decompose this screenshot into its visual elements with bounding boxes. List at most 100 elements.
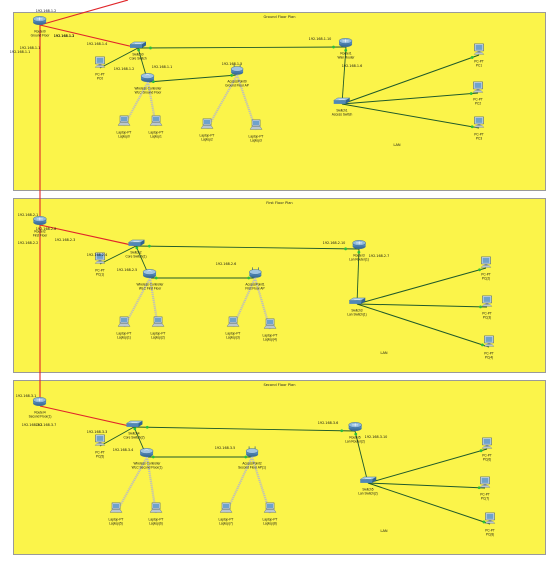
interface-ip-label: 192.168.3.7 — [35, 423, 57, 427]
interface-ip-label: 192.168.2.8 — [35, 227, 57, 231]
interface-ip-label: 192.168.2.3 — [54, 238, 76, 242]
pc-icon — [480, 255, 492, 273]
wireless-link — [148, 277, 160, 328]
wlc-icon — [141, 69, 155, 87]
device-name-label: PC(4) — [484, 355, 494, 359]
link-status-dot — [357, 250, 361, 254]
core-to-switch-link — [39, 24, 139, 49]
device-name-label: PC(5) — [95, 454, 105, 458]
interface-ip-label: 192.168.3.5 — [214, 446, 236, 450]
link-status-dot — [470, 125, 474, 129]
link-status-dot — [135, 246, 139, 250]
link-status-dot — [149, 46, 152, 50]
device-name-label: PC2 — [474, 101, 482, 105]
interface-ip-label: 192.168.3.3 — [86, 430, 108, 434]
device-model-label: Switch4 — [128, 431, 140, 436]
device-name-label: Access Switch — [331, 112, 353, 116]
device-name-label: PC(6) — [482, 457, 492, 461]
link-status-dot — [244, 455, 248, 459]
device-name-label: Lan Switch(1) — [347, 312, 367, 316]
device-model-label: PC-PT — [480, 492, 490, 497]
pc-icon — [473, 115, 485, 133]
link-status-dot — [481, 343, 484, 347]
interface-ip-label: 192.168.1.2 — [113, 67, 135, 71]
link-status-dot — [133, 427, 137, 431]
device-name-label: Laptop(8) — [263, 521, 277, 525]
pc-icon — [94, 251, 106, 269]
link-status-dot — [344, 49, 348, 52]
pc-icon — [472, 80, 484, 98]
device-model-label: Laptop-PT — [148, 130, 164, 135]
device-model-label: Switch0 — [132, 52, 144, 57]
ground-floor-panel: Ground Floor Plan — [13, 12, 546, 191]
wireless-link — [146, 81, 158, 127]
device-name-label: Laptop3 — [250, 138, 262, 142]
network-zone-label: LAN — [380, 351, 388, 355]
device-name-label: Ground Floor AP — [225, 83, 249, 87]
interface-ip-label: 192.168.3.1 — [15, 394, 37, 398]
device-model-label: PC-PT — [482, 311, 492, 316]
device-model-label: Laptop-PT — [218, 517, 234, 522]
device-model-label: AccessPoint0 — [227, 79, 247, 84]
switch-icon — [359, 470, 377, 488]
device-model-label: Router3 — [353, 253, 365, 258]
device-name-label: Core Switch(1) — [125, 254, 147, 258]
device-model-label: Laptop-PT — [150, 331, 166, 336]
wlc-icon — [140, 444, 154, 462]
device-model-label: PC-PT — [474, 59, 484, 64]
device-name-label: WLC Ground Floor — [134, 90, 162, 94]
switch-to-router-link — [133, 426, 356, 432]
switch-to-pc-link — [99, 245, 137, 265]
router-icon — [33, 393, 47, 411]
interface-ip-label: 192.168.2.4 — [86, 253, 108, 257]
device-model-label: Laptop-PT — [262, 333, 278, 338]
interface-ip-label: 192.168.1.1 — [19, 46, 41, 50]
access-switch-to-pc-link — [367, 482, 491, 525]
interface-ip-label: 192.168.2.2 — [17, 241, 39, 245]
device-model-label: PC-PT — [485, 528, 495, 533]
laptop-icon — [109, 500, 123, 518]
